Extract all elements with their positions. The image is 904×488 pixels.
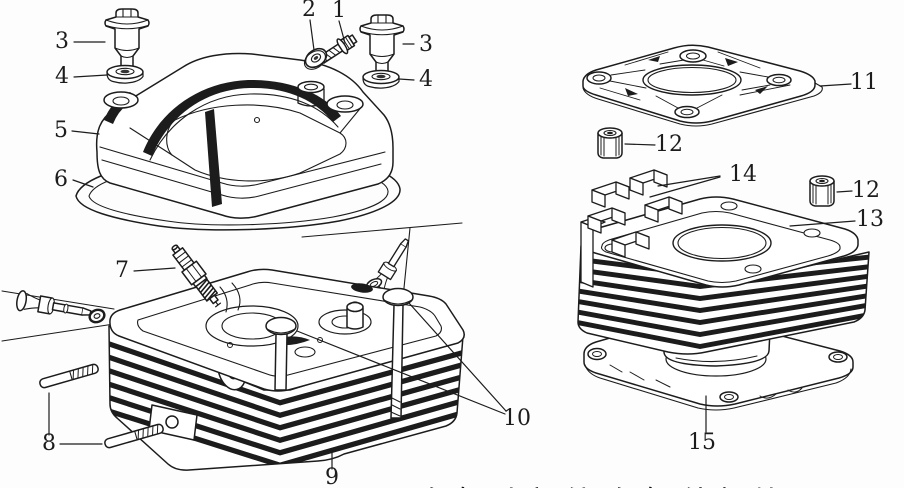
cover-boss-right (326, 95, 364, 113)
locating-stub (346, 301, 364, 330)
cover-washer-right (362, 69, 400, 89)
dowel-pin-upper (597, 127, 623, 159)
part-label-3-left: 3 (55, 29, 69, 54)
cover-top-band (143, 79, 341, 156)
part-label-4-left: 4 (55, 64, 69, 89)
stud-lower (104, 423, 164, 449)
part-label-14: 14 (729, 162, 757, 187)
cover-bolt-right (359, 14, 405, 78)
leader-1 (338, 20, 346, 44)
dowel-pin-lower (809, 175, 835, 207)
sealing-washer (303, 47, 328, 70)
part-label-1: 1 (332, 0, 346, 23)
part-label-3-right: 3 (419, 32, 433, 57)
leader-4-left (73, 74, 108, 78)
spark-plug (171, 244, 222, 308)
leader-13 (789, 220, 856, 227)
part-label-2: 2 (302, 0, 316, 22)
leader-6 (72, 179, 94, 188)
cover-boss-left (103, 91, 139, 109)
part-label-10: 10 (503, 406, 531, 431)
part-label-9: 9 (325, 465, 339, 488)
leader-11 (819, 83, 852, 87)
head-long-bolt-left (265, 316, 297, 391)
valve-callout-left (1, 290, 115, 342)
cover-bolt-left (104, 8, 150, 72)
leader-4-right (398, 78, 415, 81)
leader-12b (836, 190, 853, 193)
cylinder-head-gasket (582, 44, 823, 127)
part-label-15: 15 (688, 430, 716, 455)
leader-14b (649, 176, 721, 198)
part-label-4-right: 4 (419, 67, 433, 92)
leader-2 (309, 19, 315, 51)
part-label-11: 11 (850, 70, 878, 95)
leader-14a (657, 175, 721, 187)
part-label-7: 7 (115, 258, 129, 283)
caption: 气缸头部件/气缸体部件 (422, 477, 784, 488)
leader-10b (408, 302, 507, 412)
leader-lines (48, 19, 856, 470)
leader-12a (624, 143, 656, 146)
part-label-8: 8 (42, 431, 56, 456)
cover-washer-left (106, 64, 144, 84)
part-label-12-upper: 12 (655, 132, 683, 157)
o-ring (88, 308, 106, 324)
leader-10a (296, 330, 506, 415)
cam-chain-guide-blocks (580, 169, 683, 288)
cover-rib-shadow (205, 109, 222, 207)
cylinder-head (108, 268, 465, 471)
cylinder-head-cover (95, 52, 394, 219)
part-label-12-lower: 12 (852, 178, 880, 203)
leader-5 (71, 130, 100, 135)
leader-7 (133, 267, 176, 272)
part-label-5: 5 (54, 118, 68, 143)
part-label-6: 6 (54, 167, 68, 192)
stud-upper (39, 363, 99, 389)
breather-boss (297, 80, 325, 107)
head-long-bolt-right (382, 287, 414, 419)
part-label-13: 13 (856, 207, 884, 232)
